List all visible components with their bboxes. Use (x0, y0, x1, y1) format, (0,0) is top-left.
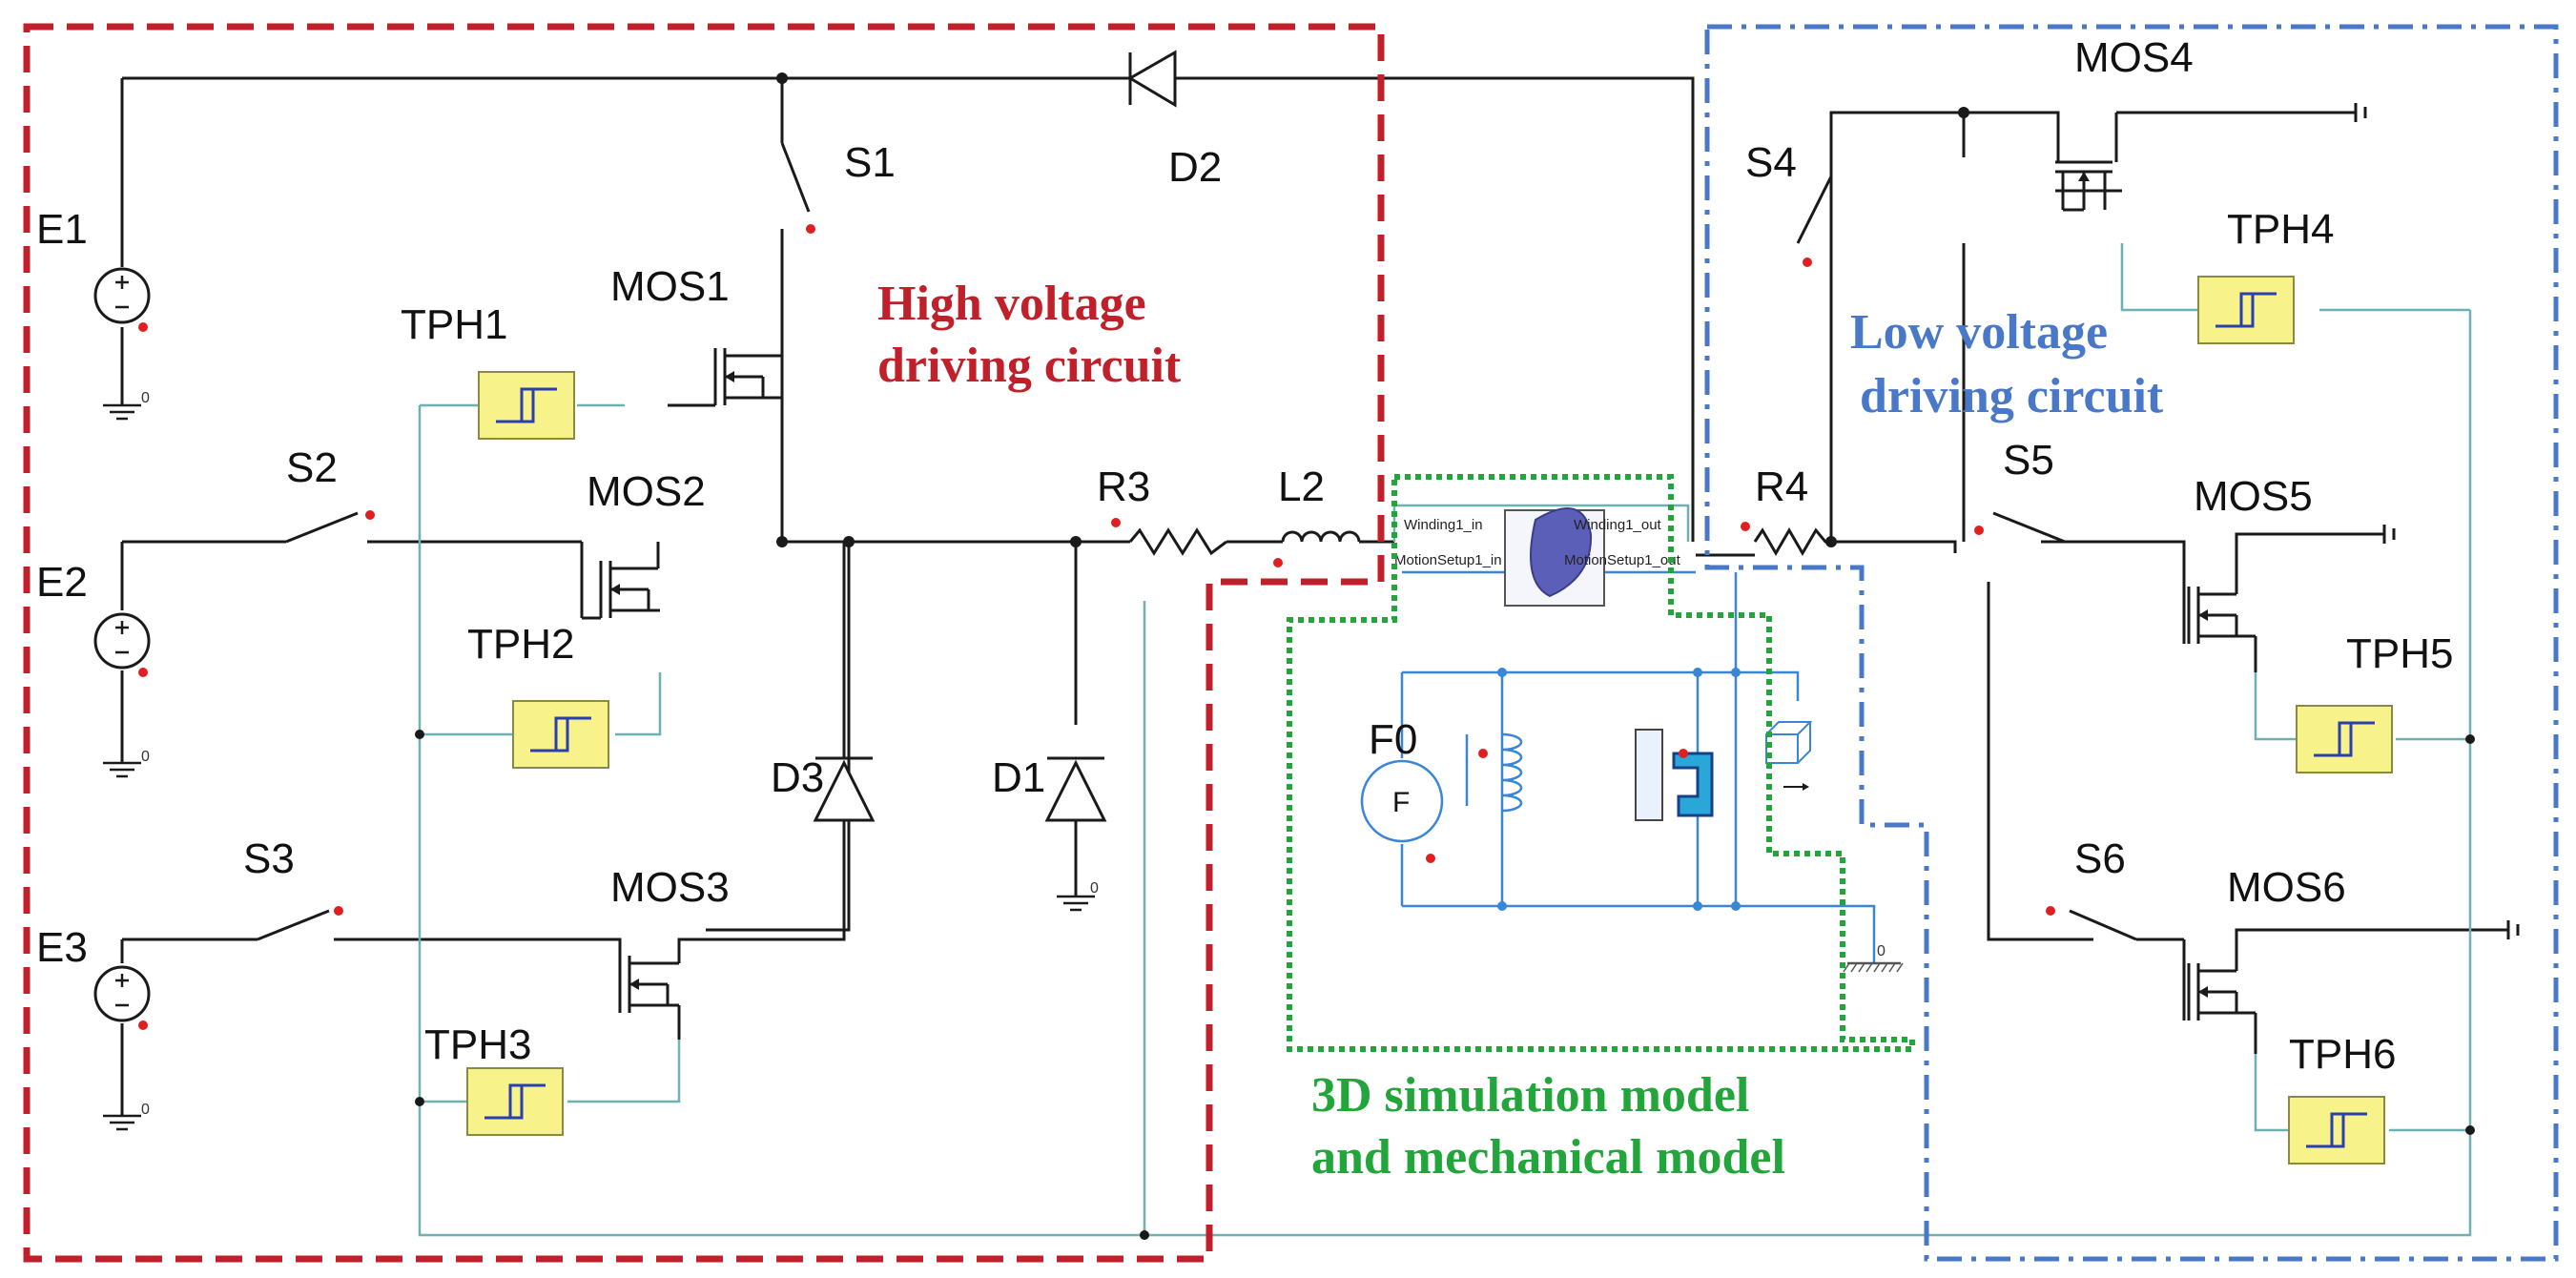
label-f0: F0 (1369, 716, 1417, 763)
label-e3: E3 (36, 924, 88, 971)
switch-s6[interactable]: S6 (2046, 835, 2137, 941)
source-e1[interactable]: 0 E1 (36, 206, 151, 421)
switch-s4[interactable]: S4 (1745, 139, 1833, 267)
ground-label: 0 (141, 1102, 150, 1118)
source-e2[interactable]: 0 E2 (36, 559, 151, 778)
mosfet-mos3[interactable]: MOS3 (610, 820, 846, 1040)
wiring-control (418, 243, 2472, 1237)
hysteresis-block-tph4[interactable]: TPH4 (2196, 206, 2334, 345)
port-motion-in: MotionSetup1_in (1394, 552, 1502, 568)
resistor-r4[interactable]: R4 (1741, 464, 1831, 556)
inductor-l2[interactable]: L2 (1273, 464, 1361, 567)
label-d2: D2 (1168, 144, 1222, 191)
port-winding-out: Winding1_out (1574, 517, 1662, 533)
region-low-voltage: Low voltage driving circuit (1704, 24, 2559, 1262)
diode-d2[interactable]: D2 (1127, 50, 1695, 542)
label-mos5: MOS5 (2194, 473, 2313, 520)
wire-junctions (415, 72, 2475, 1240)
label-l2: L2 (1278, 464, 1325, 510)
mosfet-mos4[interactable]: MOS4 (2053, 34, 2194, 212)
region-high-voltage-subtitle: driving circuit (877, 339, 1182, 393)
label-s6: S6 (2074, 835, 2126, 882)
hysteresis-block-tph2[interactable]: TPH2 (467, 621, 610, 770)
label-e1: E1 (36, 206, 88, 253)
label-mos6: MOS6 (2227, 864, 2346, 911)
hysteresis-block-tph1[interactable]: TPH1 (401, 301, 576, 441)
region-low-voltage-subtitle: driving circuit (1860, 369, 2164, 423)
switch-s1[interactable]: S1 (780, 139, 896, 234)
label-s2: S2 (286, 444, 338, 491)
label-s4: S4 (1745, 139, 1797, 186)
switch-s3[interactable]: S3 (243, 835, 343, 941)
label-tph1: TPH1 (401, 301, 507, 348)
wiring-low-voltage (1696, 111, 2508, 941)
label-s1: S1 (844, 139, 896, 186)
ground-label: 0 (141, 749, 150, 765)
diode-d3[interactable]: D3 (771, 542, 876, 822)
ground-label: 0 (1877, 943, 1886, 959)
label-tph5: TPH5 (2346, 630, 2453, 677)
region-simulation-subtitle: and mechanical model (1311, 1130, 1785, 1185)
port-winding-in: Winding1_in (1404, 517, 1483, 533)
wiring-high-voltage (120, 76, 1394, 1116)
label-r3: R3 (1097, 464, 1150, 510)
region-low-voltage-title: Low voltage (1850, 305, 2108, 360)
region-high-voltage-title: High voltage (877, 277, 1146, 331)
region-high-voltage: High voltage driving circuit (23, 23, 1385, 1263)
source-e3[interactable]: 0 E3 (36, 924, 151, 1131)
label-r4: R4 (1755, 464, 1808, 510)
region-simulation: 3D simulation model and mechanical model (1287, 474, 1915, 1185)
mosfet-mos2[interactable]: MOS2 (580, 468, 706, 620)
label-mos1: MOS1 (610, 263, 730, 310)
ground-right (2354, 103, 2520, 939)
label-tph6: TPH6 (2289, 1031, 2396, 1078)
label-mos4: MOS4 (2074, 34, 2194, 81)
diode-d1[interactable]: 0 D1 (992, 754, 1107, 912)
label-d1: D1 (992, 754, 1045, 801)
spring-element[interactable] (1465, 732, 1523, 813)
mass-element[interactable] (1635, 729, 1714, 821)
mosfet-mos6[interactable]: MOS6 (2136, 864, 2346, 1054)
label-s3: S3 (243, 835, 295, 882)
label-s5: S5 (2003, 437, 2054, 484)
label-tph2: TPH2 (467, 621, 574, 668)
mosfet-mos1[interactable]: MOS1 (610, 229, 784, 448)
label-mos3: MOS3 (610, 864, 730, 911)
mechanical-ref-cube-icon (1765, 721, 1813, 791)
force-symbol: F (1392, 787, 1410, 818)
switch-s5[interactable]: S5 (1974, 437, 2066, 544)
resistor-r3[interactable]: R3 (1097, 464, 1227, 556)
mosfet-mos5[interactable]: MOS5 (2182, 473, 2313, 672)
ground-label: 0 (141, 390, 150, 406)
fem-block[interactable]: Winding1_in Winding1_out MotionSetup1_in… (1394, 507, 1681, 607)
hysteresis-block-tph6[interactable]: TPH6 (2287, 1031, 2396, 1165)
ground-label: 0 (1090, 880, 1099, 897)
mechanical-ground: 0 (1842, 943, 1905, 974)
wiring-fem-mechanical (1400, 570, 1876, 963)
region-simulation-title: 3D simulation model (1311, 1068, 1749, 1123)
hysteresis-block-tph3[interactable]: TPH3 (424, 1021, 565, 1137)
switch-s2[interactable]: S2 (285, 444, 375, 544)
label-tph3: TPH3 (424, 1021, 531, 1068)
label-e2: E2 (36, 559, 88, 606)
hysteresis-block-tph5[interactable]: TPH5 (2295, 630, 2453, 774)
force-source-f0[interactable]: F F0 (1360, 716, 1444, 863)
label-d3: D3 (771, 754, 824, 801)
label-tph4: TPH4 (2227, 206, 2334, 253)
label-mos2: MOS2 (587, 468, 706, 515)
port-motion-out: MotionSetup1_out (1564, 552, 1681, 568)
